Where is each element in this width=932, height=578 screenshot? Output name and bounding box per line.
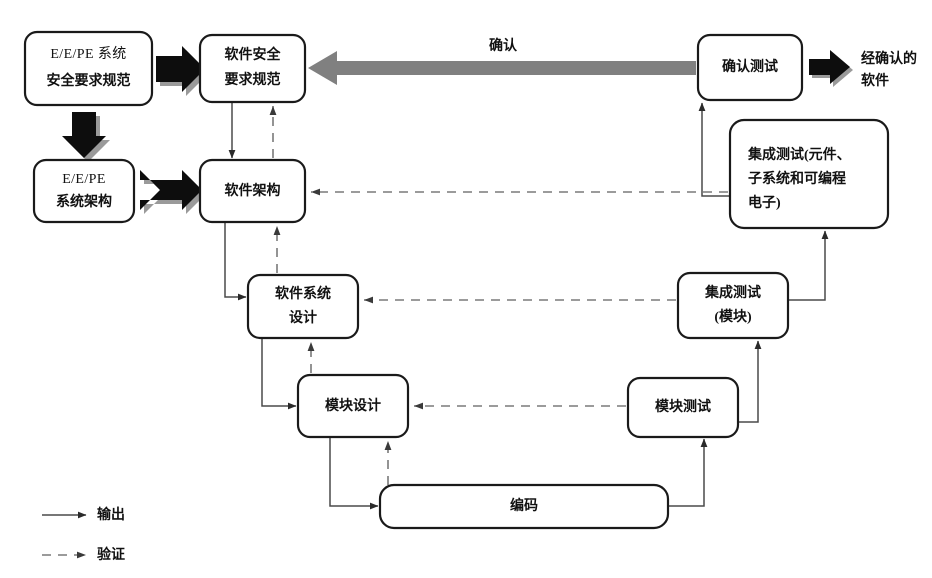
legend-verification-label: 验证 [97, 546, 125, 563]
output-flow-arrows [224, 102, 379, 510]
node-coding[interactable]: 编码 [378, 483, 670, 530]
node-ee-pe-safety-requirements-box[interactable] [23, 30, 154, 107]
node-module-design-box[interactable] [296, 373, 410, 439]
node-software-system-design[interactable]: 软件系统 设计 [246, 273, 360, 340]
arrow-architecture-to-system-design [224, 222, 247, 301]
gray-validation-arrow [308, 51, 696, 85]
node-software-safety-requirements-line2: 要求规范 [225, 71, 281, 88]
node-integration-test-module[interactable]: 集成测试 (模块) [676, 271, 790, 340]
arrow-module-design-to-coding [329, 437, 379, 510]
thick-arrow-to-validated-software [809, 50, 853, 87]
arrow-system-design-to-module-design [261, 338, 297, 410]
legend: 输出 验证 [42, 506, 125, 563]
node-ee-pe-architecture-box[interactable] [32, 158, 136, 224]
node-software-system-design-box[interactable] [246, 273, 360, 340]
node-integration-test-module-line2: (模块) [714, 308, 752, 325]
validated-software-label-line1: 经确认的 [861, 50, 917, 67]
node-software-architecture[interactable]: 软件架构 [198, 158, 307, 224]
node-software-architecture-label: 软件架构 [225, 182, 281, 199]
legend-output-label: 输出 [97, 506, 125, 523]
arrow-module-test-to-integration-module [738, 340, 762, 423]
verification-arrows-horizontal [311, 188, 728, 410]
node-module-design-label: 模块设计 [325, 397, 381, 414]
test-ascending-arrows [668, 102, 829, 507]
node-integration-test-system-box[interactable] [728, 118, 890, 230]
node-ee-pe-safety-requirements[interactable]: E/E/PE 系统 安全要求规范 [23, 30, 154, 107]
arrow-integration-module-to-integration-system [788, 230, 829, 301]
node-ee-pe-architecture-line1: E/E/PE [62, 172, 106, 187]
node-integration-test-system-line1: 集成测试(元件、 [747, 146, 851, 163]
node-software-system-design-line2: 设计 [289, 309, 317, 326]
node-integration-test-system-line2: 子系统和可编程 [748, 170, 846, 187]
node-integration-test-module-box[interactable] [676, 271, 790, 340]
node-integration-test-module-line1: 集成测试 [704, 284, 761, 301]
legend-item-output: 输出 [42, 506, 125, 523]
thick-double-arrow-ee-pe-arch-sw-arch [140, 170, 206, 214]
node-software-architecture-box[interactable] [198, 158, 307, 224]
node-coding-label: 编码 [510, 497, 538, 514]
node-ee-pe-safety-requirements-line1: E/E/PE 系统 [50, 46, 126, 62]
thick-arrow-ee-pe-req-to-ee-pe-arch [62, 112, 110, 162]
node-coding-box[interactable] [378, 483, 670, 530]
node-validation-test[interactable]: 确认测试 [696, 33, 804, 102]
node-integration-test-system[interactable]: 集成测试(元件、 子系统和可编程 电子) [728, 118, 890, 230]
node-ee-pe-safety-requirements-line2: 安全要求规范 [47, 72, 131, 89]
node-module-test-box[interactable] [626, 376, 740, 439]
node-integration-test-system-line3: 电子) [748, 194, 781, 211]
node-software-safety-requirements-line1: 软件安全 [225, 46, 282, 63]
validation-arrow-label: 确认 [489, 37, 518, 54]
thick-arrow-ee-pe-req-to-sw-req [156, 46, 209, 96]
validated-software-label-line2: 软件 [861, 72, 889, 89]
node-module-design[interactable]: 模块设计 [296, 373, 410, 439]
verification-arrows-vertical [269, 106, 392, 485]
node-software-safety-requirements-box[interactable] [198, 33, 307, 104]
node-software-system-design-line1: 软件系统 [275, 285, 331, 302]
arrow-integration-system-to-validation-test [698, 102, 730, 197]
node-validation-test-label: 确认测试 [722, 58, 778, 75]
node-module-test-label: 模块测试 [655, 398, 711, 415]
node-validation-test-box[interactable] [696, 33, 804, 102]
arrow-coding-to-module-test [668, 438, 708, 507]
node-ee-pe-architecture-line2: 系统架构 [56, 193, 112, 210]
node-ee-pe-architecture[interactable]: E/E/PE 系统架构 [32, 158, 136, 224]
legend-item-verification: 验证 [42, 546, 125, 563]
node-module-test[interactable]: 模块测试 [626, 376, 740, 439]
node-software-safety-requirements[interactable]: 软件安全 要求规范 [198, 33, 307, 104]
